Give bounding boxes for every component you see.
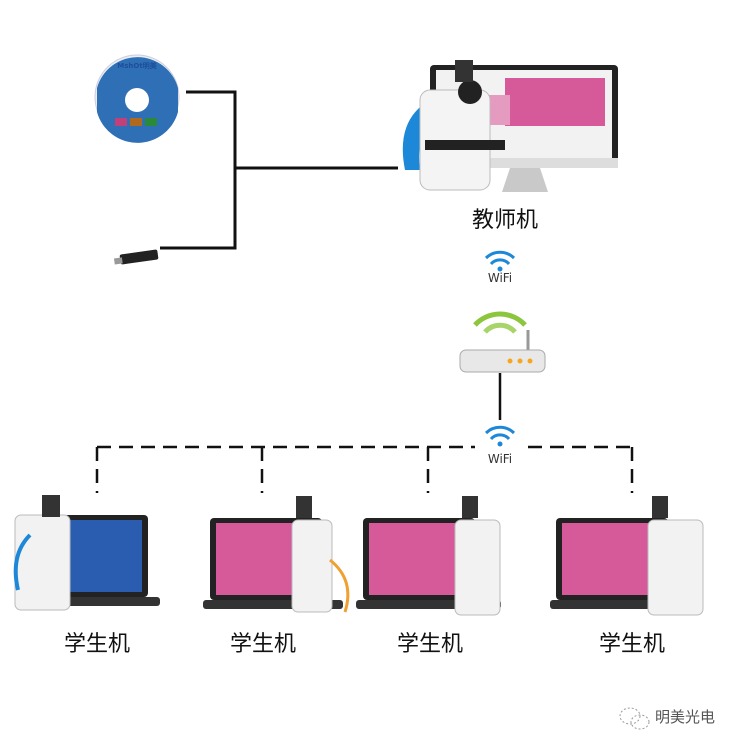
wechat-logo-icon xyxy=(619,707,650,730)
wifi-icon-bottom xyxy=(484,425,516,447)
wifi-icon-top xyxy=(484,250,516,272)
wireless-dashed-links xyxy=(95,445,634,493)
software-cd-icon xyxy=(94,54,180,143)
watermark-text: 明美光电 xyxy=(655,708,716,726)
cd-brand-text: MshOt明美 xyxy=(117,62,157,70)
teacher-microscope-icon xyxy=(402,60,505,191)
student-label-3: 学生机 xyxy=(396,632,464,657)
usb-dongle-icon xyxy=(113,249,159,265)
student-label-2: 学生机 xyxy=(229,632,297,657)
teacher-label: 教师机 xyxy=(471,208,539,233)
student-label-1: 学生机 xyxy=(63,632,131,657)
router-icon xyxy=(459,311,546,373)
wifi-label-bottom: WiFi xyxy=(487,452,513,466)
teacher-computer-icon xyxy=(430,65,618,192)
student-computer-3-icon xyxy=(356,496,501,616)
student-computer-4-icon xyxy=(550,496,704,616)
student-computer-2-icon xyxy=(203,496,350,613)
student-computer-1-icon xyxy=(13,495,160,611)
wifi-label-top: WiFi xyxy=(487,271,513,285)
student-label-4: 学生机 xyxy=(598,632,666,657)
wired-connections xyxy=(160,90,502,420)
